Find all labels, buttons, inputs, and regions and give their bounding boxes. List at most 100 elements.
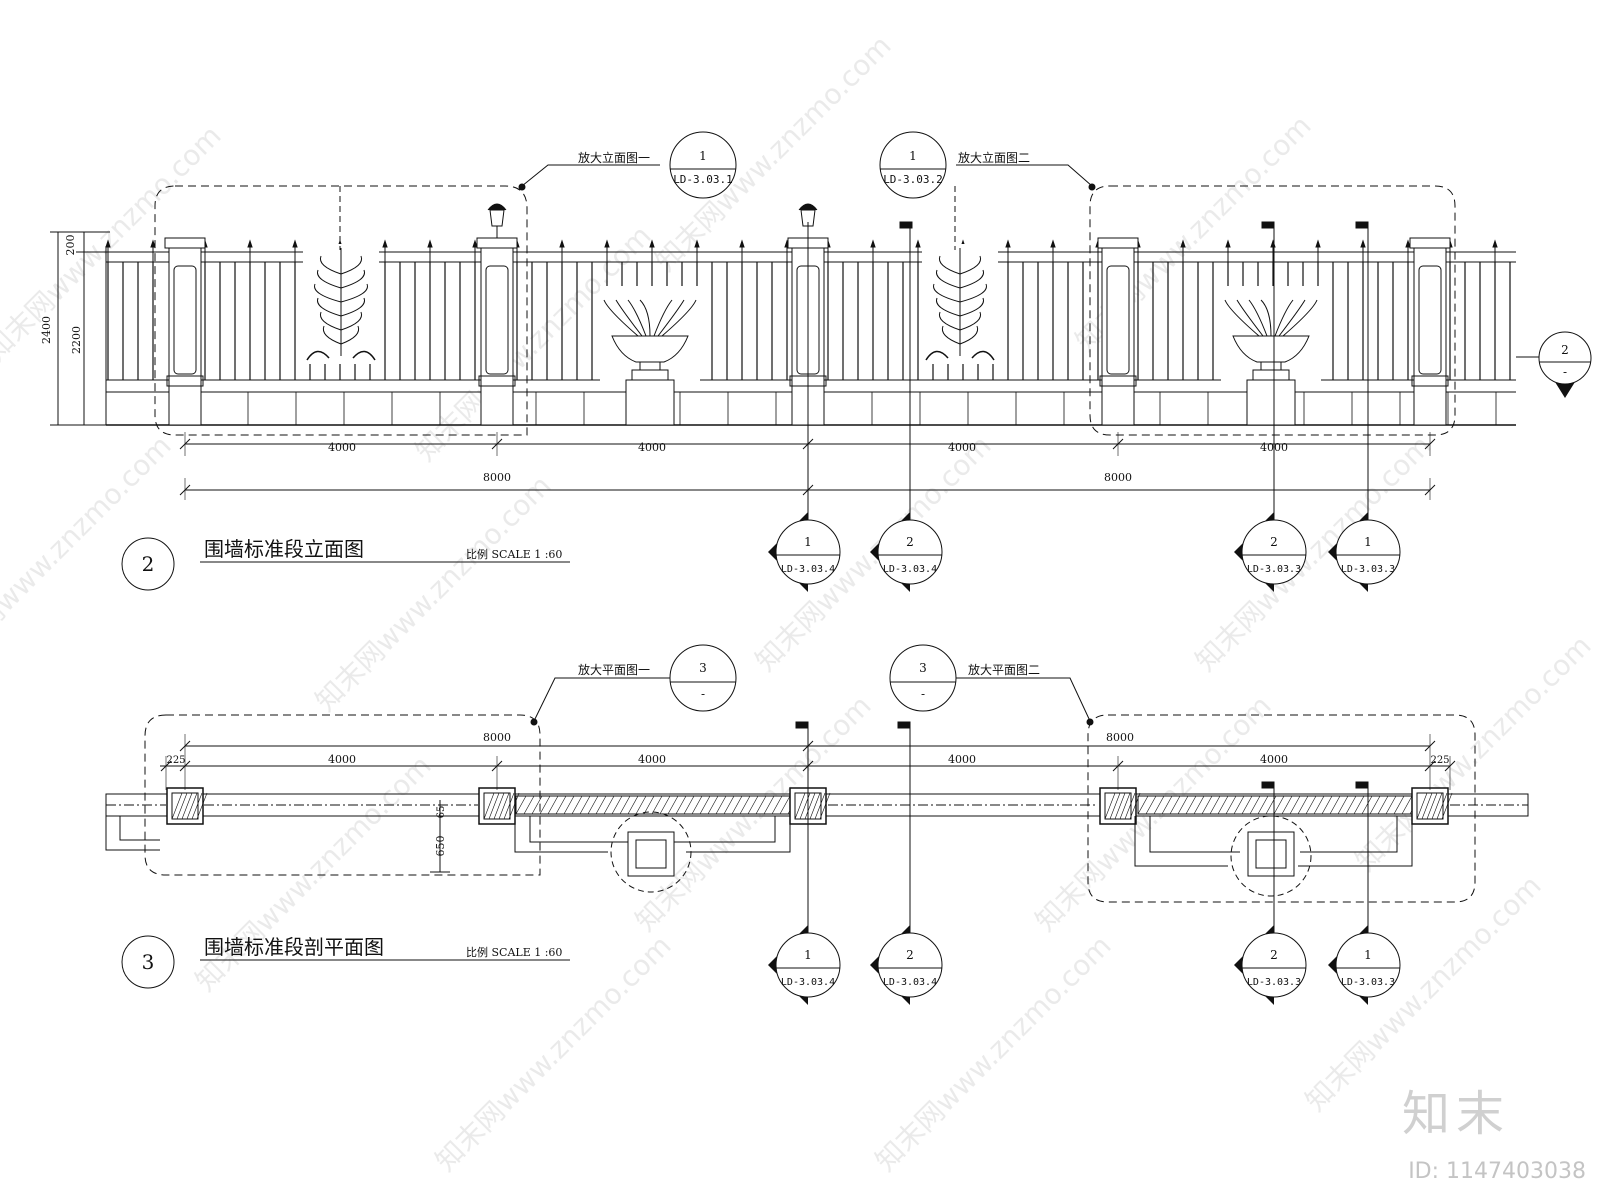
callout-plan-1: 3 -: [669, 644, 737, 712]
callout-ref: LD-3.03.2: [883, 173, 943, 186]
marker-number: 1: [804, 948, 812, 962]
plan-dim-span-2: 4000: [638, 753, 666, 766]
dim-2200: 2200: [70, 326, 83, 354]
drawing-scale: 比例 SCALE 1 :60: [466, 547, 562, 561]
plan-dim-depth-small: 65: [436, 806, 447, 819]
marker-number: 1: [804, 535, 812, 549]
plan-labels: 8000 8000 4000 4000 4000 4000 225 225 65…: [166, 662, 1449, 857]
drawing-number-circle: [121, 537, 175, 591]
section-marker: 2LD-3.03.4: [870, 512, 943, 592]
leaf-ornament: [922, 244, 998, 364]
marker-number: 2: [1270, 535, 1278, 549]
section-marker-elevation-side: 2 -: [1538, 331, 1592, 385]
callout-plan-2-label: 放大平面图二: [968, 662, 1040, 677]
elevation-drawing: [50, 164, 1591, 520]
watermark-text: 知末网www.znzmo.com: [1349, 629, 1598, 878]
callout-elevation-2: 1 LD-3.03.2: [879, 131, 947, 199]
dim-total-2: 8000: [1104, 471, 1132, 484]
marker-ref: LD-3.03.3: [1341, 564, 1395, 575]
plan-dim-span-3: 4000: [948, 753, 976, 766]
dim-200: 200: [64, 235, 77, 256]
drawing-number: 3: [142, 950, 155, 974]
pillar: [1097, 237, 1139, 426]
callout-ref: -: [701, 687, 705, 701]
callout-number: 3: [919, 661, 927, 675]
drawing-number: 2: [142, 552, 155, 576]
callout-number: 3: [699, 661, 707, 675]
lamp-icon: [798, 203, 818, 238]
dim-total-1: 8000: [483, 471, 511, 484]
pillar: [476, 203, 518, 426]
marker-ref: LD-3.03.3: [1341, 977, 1395, 988]
marker-number: 2: [906, 948, 914, 962]
plan-pier: [1099, 787, 1141, 825]
section-marker: 2LD-3.03.3: [1234, 925, 1307, 1005]
marker-number: 2: [906, 535, 914, 549]
marker-ref: LD-3.03.3: [1247, 564, 1301, 575]
section-marker: 1LD-3.03.3: [1328, 925, 1401, 1005]
drawing-title: 围墙标准段剖平面图: [204, 935, 384, 959]
elevation-detail-outline-1: [154, 185, 528, 436]
dim-span-3: 4000: [948, 441, 976, 454]
marker-number: 2: [1561, 343, 1569, 357]
plan-pier: [478, 787, 520, 825]
callout-elevation-1-label: 放大立面图一: [578, 150, 650, 165]
elevation-detail-outline-2: [1089, 185, 1456, 436]
callout-elevation-2-label: 放大立面图二: [958, 150, 1030, 165]
elevation-title-block: 2 围墙标准段立面图 比例 SCALE 1 :60: [121, 537, 570, 591]
brand-logo: 知末: [1401, 1086, 1510, 1142]
section-marker: 1LD-3.03.4: [768, 512, 841, 592]
urn-planter: [1221, 286, 1321, 426]
elevation-labels: 200 2200 2400 4000 4000 4000 4000 8000 8…: [40, 150, 1288, 484]
plan-title-block: 3 围墙标准段剖平面图 比例 SCALE 1 :60: [121, 935, 570, 989]
marker-ref: LD-3.03.4: [883, 564, 937, 575]
callout-number: 1: [699, 149, 707, 163]
marker-ref: LD-3.03.4: [883, 977, 937, 988]
callout-ref: -: [921, 687, 925, 701]
dim-span-4: 4000: [1260, 441, 1288, 454]
dim-span-2: 4000: [638, 441, 666, 454]
marker-number: 1: [1364, 535, 1372, 549]
pillar: [1409, 237, 1451, 426]
plan-pier: [1411, 787, 1453, 825]
marker-number: 2: [1270, 948, 1278, 962]
plan-dim-span-1: 4000: [328, 753, 356, 766]
section-marker: 2LD-3.03.3: [1234, 512, 1307, 592]
image-id: ID: 1147403038: [1408, 1159, 1586, 1184]
plan-dim-depth: 650: [434, 836, 447, 857]
hatched-wall: [1137, 795, 1413, 815]
watermark-text: 知末网www.znzmo.com: [309, 469, 558, 718]
callout-elevation-1: 1 LD-3.03.1: [669, 131, 737, 199]
watermark-text: 知末网www.znzmo.com: [429, 929, 678, 1178]
marker-ref: -: [1563, 365, 1567, 379]
marker-ref: LD-3.03.4: [781, 564, 835, 575]
plan-dim-small-1: 225: [166, 755, 185, 766]
callout-ref: LD-3.03.1: [673, 173, 733, 186]
plan-drawing: [105, 677, 1529, 935]
callout-number: 1: [909, 149, 917, 163]
callout-plan-1-label: 放大平面图一: [578, 662, 650, 677]
section-marker: 1LD-3.03.4: [768, 925, 841, 1005]
hatched-wall: [515, 795, 791, 815]
pillar: [164, 237, 206, 426]
drawing-number-circle: [121, 935, 175, 989]
watermark-layer: 知末网www.znzmo.com 知末网www.znzmo.com 知末网www.z…: [0, 29, 1598, 1178]
marker-ref: LD-3.03.4: [781, 977, 835, 988]
marker-ref: LD-3.03.3: [1247, 977, 1301, 988]
marker-number: 1: [1364, 948, 1372, 962]
dim-2400: 2400: [40, 316, 53, 344]
lamp-icon: [487, 203, 507, 238]
dim-span-1: 4000: [328, 441, 356, 454]
section-marker: 2LD-3.03.4: [870, 925, 943, 1005]
leaf-ornament: [303, 244, 379, 364]
urn-planter: [600, 286, 700, 426]
plan-dim-span-4: 4000: [1260, 753, 1288, 766]
section-marker: 1LD-3.03.3: [1328, 512, 1401, 592]
callout-plan-2: 3 -: [889, 644, 957, 712]
plan-pier: [166, 787, 208, 825]
plan-dim-total-2: 8000: [1106, 731, 1134, 744]
plan-pier: [789, 787, 831, 825]
